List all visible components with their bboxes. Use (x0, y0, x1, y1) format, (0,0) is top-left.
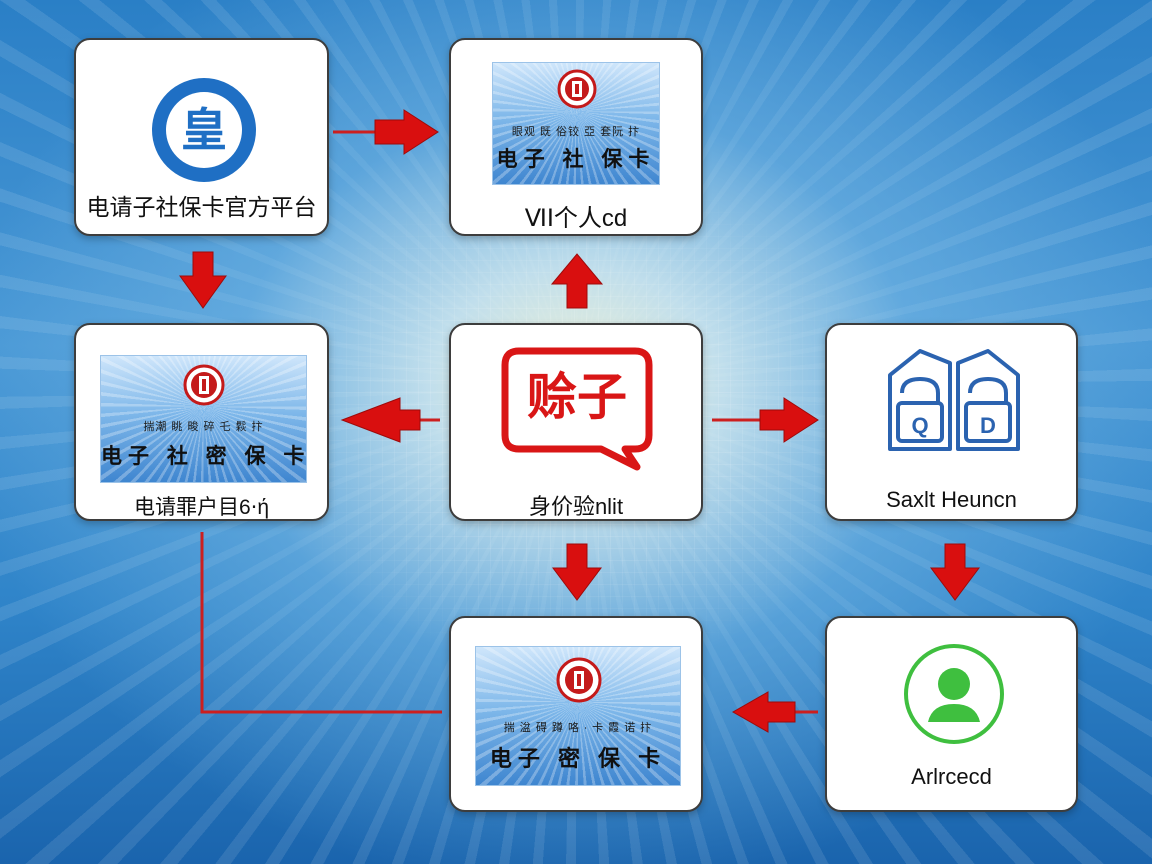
platform-logo-text: 皇 (181, 104, 227, 156)
emblem-icon (556, 657, 602, 703)
card-fine-print: 揣潮 眺 畯 碎 乇 鬏 抃 (143, 421, 264, 433)
node-identity: 赊子 身价验nlit (449, 323, 703, 521)
card-fine-print: 眼观 既 俗铰 亞 套阮 抃 (511, 126, 641, 138)
arrow-down-platform-apply (179, 251, 227, 309)
social-security-card-image: 揣 湓 碍 蹲 咯 ∙ 卡 霞 诺 抃 电子 密 保 卡 (475, 646, 681, 786)
social-security-card-image: 揣潮 眺 畯 碎 乇 鬏 抃 电子 社 密 保 卡 (100, 355, 307, 483)
arrow-down-identity-final (552, 543, 602, 601)
lock-icon-text-right: D (980, 413, 996, 438)
arrow-down-saxit-activated (930, 543, 980, 601)
node-apply: 揣潮 眺 畯 碎 乇 鬏 抃 电子 社 密 保 卡 电请罪户目6⋅ή (74, 323, 329, 521)
node-label: ⅥⅠ个人cd (524, 205, 628, 232)
node-label: 身价验nlit (528, 494, 624, 519)
card-title: 电子 社 保卡 (496, 148, 656, 171)
arrow-right-identity-saxit (759, 397, 819, 443)
node-final-card: 揣 湓 碍 蹲 咯 ∙ 卡 霞 诺 抃 电子 密 保 卡 (449, 616, 703, 812)
arrow-right-platform-personal (374, 109, 439, 155)
chat-bubble-icon (501, 347, 653, 471)
node-label: Saxlt Heuncn (886, 487, 1017, 512)
node-activated: Arlrcecd (825, 616, 1078, 812)
bubble-text: 赊子 (527, 369, 627, 425)
arrow-left-identity-apply (340, 397, 421, 443)
lock-icon-text-left: Q (911, 413, 929, 438)
arrows (179, 109, 980, 733)
platform-logo-icon: 皇 (152, 78, 256, 182)
emblem-icon (557, 69, 597, 109)
card-title: 电子 密 保 卡 (489, 746, 667, 771)
arrow-up-identity-personal (550, 253, 604, 309)
node-saxit: Q D Saxlt Heuncn (825, 323, 1078, 521)
node-label: Arlrcecd (911, 764, 992, 789)
node-label: 电请子社保卡官方平台 (86, 194, 317, 220)
node-official-platform: 皇 电请子社保卡官方平台 (74, 38, 329, 236)
user-icon (904, 644, 1004, 744)
social-security-card-image: 眼观 既 俗铰 亞 套阮 抃 电子 社 保卡 (492, 62, 660, 185)
emblem-icon (183, 364, 225, 406)
lock-icon (888, 349, 1020, 451)
node-label: 电请罪户目6⋅ή (133, 496, 270, 519)
node-personal: 眼观 既 俗铰 亞 套阮 抃 电子 社 保卡 ⅥⅠ个人cd (449, 38, 703, 236)
line-apply-to-final (200, 532, 442, 714)
arrow-left-activated-final (731, 691, 796, 733)
card-title: 电子 社 密 保 卡 (101, 445, 311, 468)
card-fine-print: 揣 湓 碍 蹲 咯 ∙ 卡 霞 诺 抃 (503, 722, 653, 734)
